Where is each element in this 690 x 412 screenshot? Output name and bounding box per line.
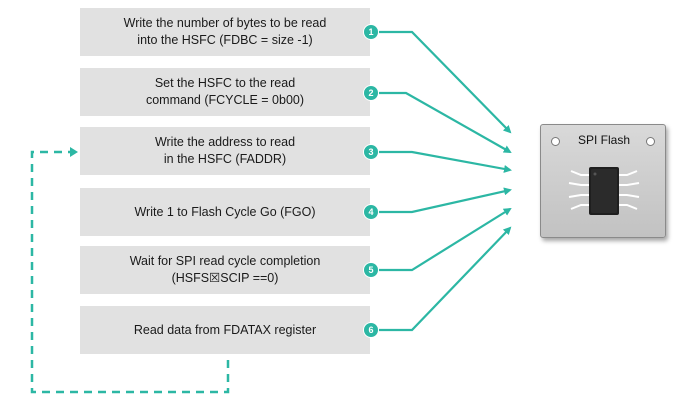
step-5-box: Wait for SPI read cycle completion (HSFS… xyxy=(80,246,370,294)
arrow-step-1 xyxy=(379,30,512,134)
arrow-step-5 xyxy=(379,207,512,272)
step-3-badge: 3 xyxy=(363,144,379,160)
arrow-step-2 xyxy=(379,91,512,153)
step-4-badge: 4 xyxy=(363,204,379,220)
spi-flash-title: SPI Flash xyxy=(577,133,631,147)
step-1-box: Write the number of bytes to be read int… xyxy=(80,8,370,56)
arrow-step-4 xyxy=(379,187,512,214)
step-2-badge: 2 xyxy=(363,85,379,101)
arrow-step-6 xyxy=(379,226,512,332)
chip-icon xyxy=(568,167,640,215)
loop-back-arrowhead xyxy=(70,147,78,157)
step-5-badge: 5 xyxy=(363,262,379,278)
mount-hole-left-icon xyxy=(551,137,560,146)
step-6-badge: 6 xyxy=(363,322,379,338)
loop-back-dashed-line xyxy=(30,150,230,394)
mount-hole-right-icon xyxy=(646,137,655,146)
step-6-box: Read data from FDATAX register xyxy=(80,306,370,354)
step-1-badge: 1 xyxy=(363,24,379,40)
spi-flash-device: SPI Flash xyxy=(540,124,666,238)
step-2-box: Set the HSFC to the read command (FCYCLE… xyxy=(80,68,370,116)
step-3-box: Write the address to read in the HSFC (F… xyxy=(80,127,370,175)
arrow-step-3 xyxy=(379,150,512,173)
step-4-box: Write 1 to Flash Cycle Go (FGO) xyxy=(80,188,370,236)
